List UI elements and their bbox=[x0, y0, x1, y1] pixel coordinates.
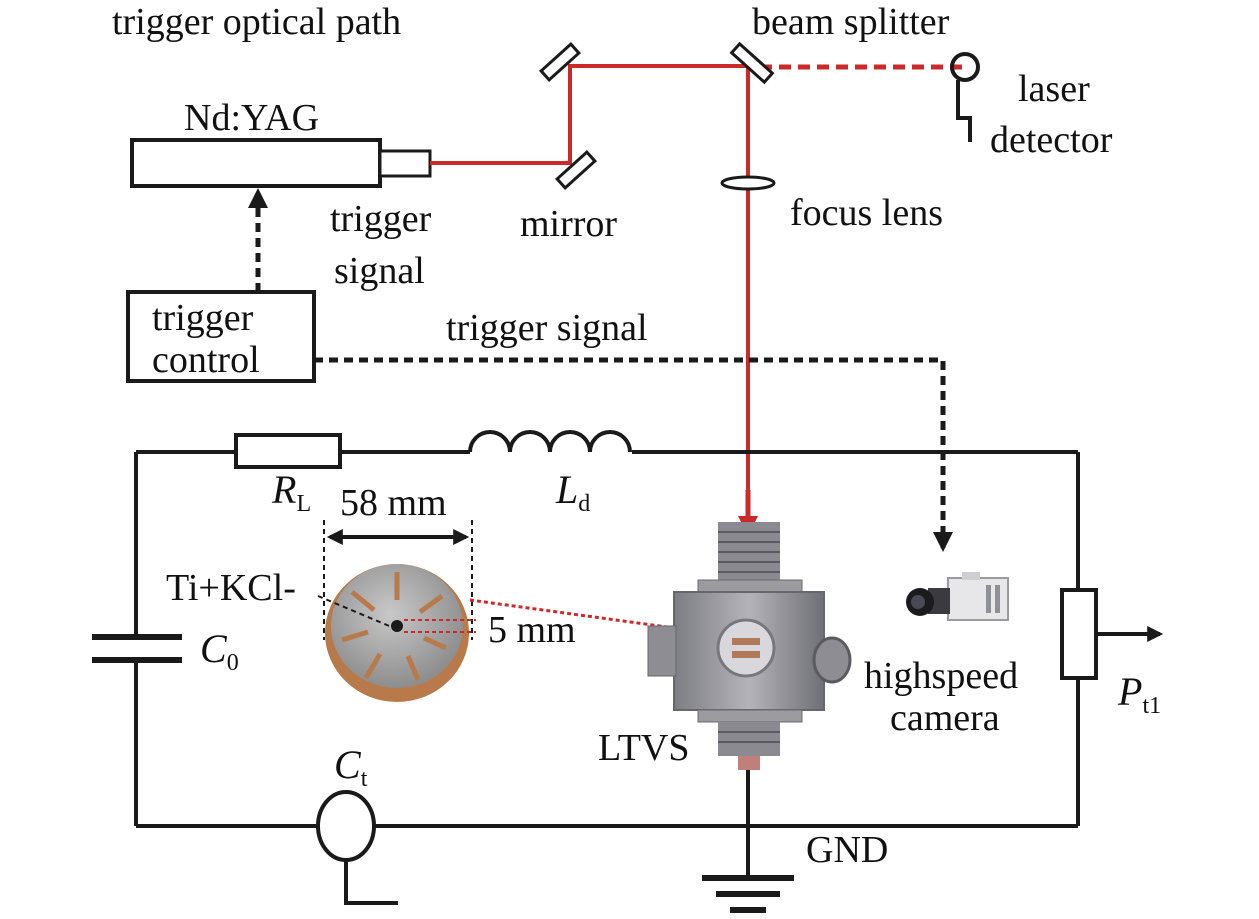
trigger-signal-label-1a: trigger bbox=[330, 198, 432, 240]
gnd-label: GND bbox=[806, 829, 888, 871]
laser-label: laser bbox=[1018, 68, 1090, 110]
ltvs-label: LTVS bbox=[598, 727, 690, 769]
trigger-control-label-a: trigger bbox=[152, 297, 254, 339]
resistor-rl bbox=[234, 433, 342, 469]
beam-splitter-icon bbox=[729, 41, 775, 85]
camera-label: camera bbox=[890, 697, 1000, 739]
ltvs-chamber bbox=[647, 522, 852, 770]
highspeed-camera-icon bbox=[906, 572, 1009, 621]
focus-lens-icon bbox=[720, 175, 776, 191]
nd-yag-laser-nozzle bbox=[378, 149, 432, 178]
rl-symbol: RL bbox=[271, 467, 311, 517]
trigger-signal-label-1b: signal bbox=[334, 250, 425, 292]
dimension-58mm bbox=[323, 520, 473, 640]
nd-yag-laser-body bbox=[130, 138, 382, 188]
trigger-control-box bbox=[126, 290, 316, 383]
inductor-ld bbox=[468, 430, 632, 453]
voltage-probe-pt1 bbox=[1060, 588, 1098, 680]
ground-icon bbox=[702, 875, 794, 913]
highspeed-label: highspeed bbox=[864, 655, 1018, 697]
c0-symbol: C0 bbox=[200, 626, 239, 676]
ti-kcl-label: Ti+KCl- bbox=[166, 567, 296, 609]
laser-beam-main bbox=[430, 64, 750, 525]
focus-lens-label: focus lens bbox=[790, 192, 943, 234]
detector-label: detector bbox=[990, 119, 1113, 161]
mirror-icon bbox=[539, 42, 597, 190]
electrode-photo bbox=[325, 564, 476, 702]
trigger-signal-label-2: trigger signal bbox=[446, 307, 648, 349]
circuit-wires bbox=[134, 450, 1080, 878]
ld-symbol: Ld bbox=[555, 467, 590, 517]
pt1-symbol: Pt1 bbox=[1117, 669, 1161, 719]
capacitor-c0 bbox=[92, 634, 182, 663]
ct-symbol: Ct bbox=[334, 742, 368, 792]
current-probe-ct bbox=[316, 790, 398, 905]
ti-kcl-leader bbox=[317, 595, 395, 629]
trigger-signal-to-camera-line bbox=[314, 357, 953, 552]
dimension-5mm-label: 5 mm bbox=[488, 609, 576, 651]
trigger-optical-path-title: trigger optical path bbox=[112, 1, 401, 43]
laser-detector-icon bbox=[950, 52, 980, 142]
nd-yag-label: Nd:YAG bbox=[184, 97, 319, 139]
trigger-control-label-b: control bbox=[152, 339, 260, 381]
dimension-58mm-label: 58 mm bbox=[340, 482, 447, 524]
mirror-label: mirror bbox=[520, 203, 617, 245]
beam-splitter-label: beam splitter bbox=[752, 1, 950, 43]
